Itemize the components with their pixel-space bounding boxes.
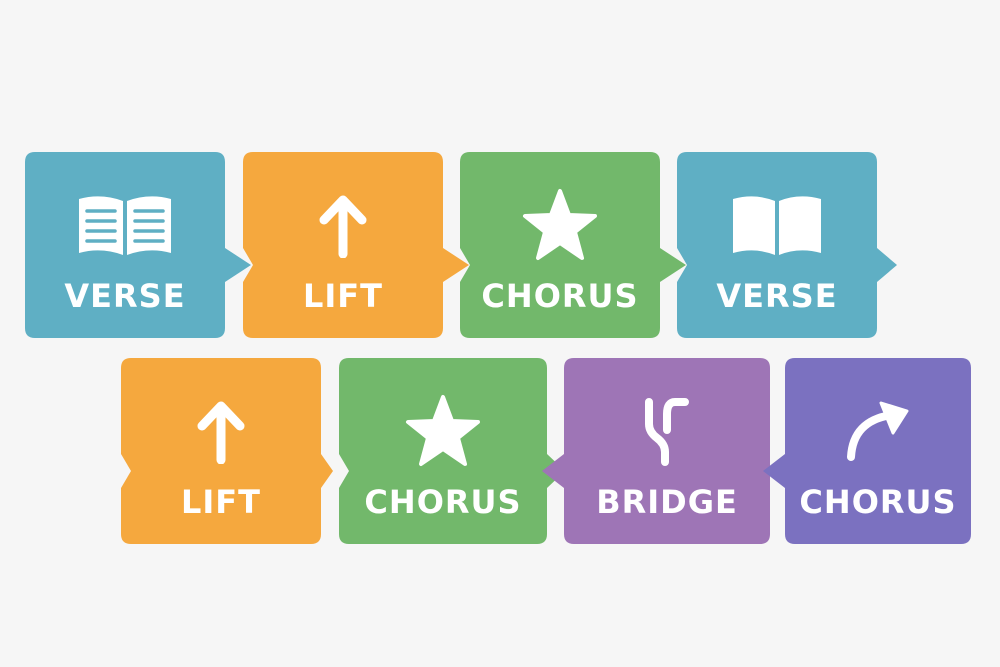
section-label: VERSE — [716, 277, 838, 315]
section-label: VERSE — [64, 277, 186, 315]
arrow-up-icon — [121, 396, 321, 466]
section-label: CHORUS — [799, 483, 957, 521]
tile-shape — [542, 358, 770, 544]
section-tile-chorus-final: CHORUS — [763, 358, 971, 544]
section-label: LIFT — [181, 483, 261, 521]
section-label: CHORUS — [364, 483, 522, 521]
tile-shape — [121, 358, 333, 544]
section-label: CHORUS — [481, 277, 639, 315]
section-tile-verse: VERSE — [677, 152, 903, 338]
section-tile-chorus: CHORUS — [460, 152, 686, 338]
section-tile-lift: LIFT — [243, 152, 469, 338]
section-label: BRIDGE — [596, 483, 738, 521]
section-tile-chorus: CHORUS — [339, 358, 565, 544]
book-lines-icon — [25, 190, 225, 260]
book-icon — [677, 190, 877, 260]
section-tile-lift: LIFT — [121, 358, 347, 544]
section-tile-verse: VERSE — [25, 152, 251, 338]
tile-shape — [763, 358, 971, 544]
star-icon — [339, 395, 547, 466]
star-icon — [460, 189, 660, 260]
section-tile-bridge: BRIDGE — [542, 358, 770, 544]
tile-shape — [243, 152, 469, 338]
section-label: LIFT — [303, 277, 383, 315]
fork-icon — [564, 396, 770, 466]
curved-arrow-icon — [785, 396, 971, 466]
arrow-up-icon — [243, 190, 443, 260]
